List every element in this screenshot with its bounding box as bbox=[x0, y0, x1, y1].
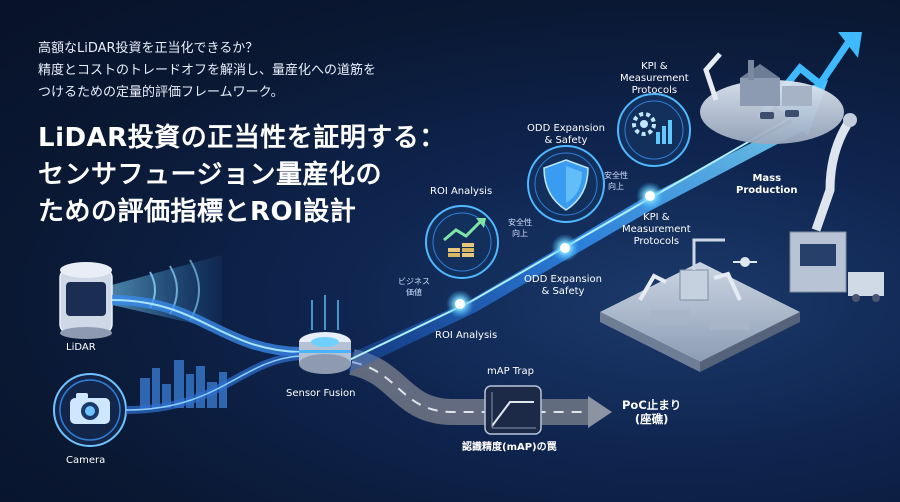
safety-shield-icon bbox=[527, 145, 605, 223]
intro-line-2: 精度とコストのトレードオフを解消し、量産化への道筋を bbox=[38, 63, 377, 78]
intro-text: 高額なLiDAR投資を正当化できるか？ 精度とコストのトレードオフを解消し、量産… bbox=[38, 38, 376, 104]
title-line-3: ための評価指標とROI設計 bbox=[38, 197, 357, 227]
sensor-fusion-label: Sensor Fusion bbox=[286, 388, 356, 399]
roi-path-label: ROI Analysis bbox=[435, 330, 498, 341]
roi-badge-label: ROI Analysis bbox=[430, 186, 493, 197]
factory-platform bbox=[700, 52, 844, 144]
mAP-plateau-graph-icon bbox=[484, 385, 542, 435]
intro-line-1: 高額なLiDAR投資を正当化できるか？ bbox=[38, 41, 259, 56]
mass-production-label: Mass Production bbox=[736, 173, 798, 196]
intro-line-3: つけるための定量的評価フレームワーク。 bbox=[38, 85, 284, 100]
camera-label: Camera bbox=[66, 455, 106, 466]
assembly-line-platform bbox=[600, 238, 800, 372]
map-trap-title: mAP Trap bbox=[487, 366, 535, 377]
road-arrowhead bbox=[588, 396, 612, 428]
title-line-2: センサフュージョン量産化の bbox=[38, 160, 382, 190]
lidar-device-icon bbox=[59, 255, 222, 339]
mAP-trap-road bbox=[348, 349, 590, 425]
sensor-fusion-hub-icon bbox=[299, 295, 351, 374]
kpi-badge-label: KPI & Measurement Protocols bbox=[620, 61, 689, 96]
odd-path-label: ODD Expansion & Safety bbox=[524, 274, 602, 297]
safety-up-annotation-2: 安全性 向上 bbox=[604, 171, 628, 191]
mass-production-robot-icon bbox=[789, 113, 884, 302]
camera-device-icon bbox=[53, 373, 127, 447]
title-line-1: LiDAR投資の正当性を証明する： bbox=[38, 123, 446, 153]
roi-coins-icon bbox=[425, 205, 499, 279]
kpi-path-label: KPI & Measurement Protocols bbox=[622, 212, 691, 247]
kpi-gear-chart-icon bbox=[617, 93, 691, 167]
page-title: LiDAR投資の正当性を証明する： センサフュージョン量産化の ための評価指標と… bbox=[38, 120, 446, 231]
safety-up-annotation-1: 安全性 向上 bbox=[508, 218, 532, 238]
map-trap-caption: 認識精度(mAP)の罠 bbox=[462, 442, 557, 453]
poc-stall-label: PoC止まり (座礁) bbox=[622, 398, 682, 426]
odd-badge-label: ODD Expansion & Safety bbox=[527, 123, 605, 146]
lidar-label: LiDAR bbox=[66, 342, 96, 353]
business-value-annotation: ビジネス 価値 bbox=[398, 277, 430, 297]
